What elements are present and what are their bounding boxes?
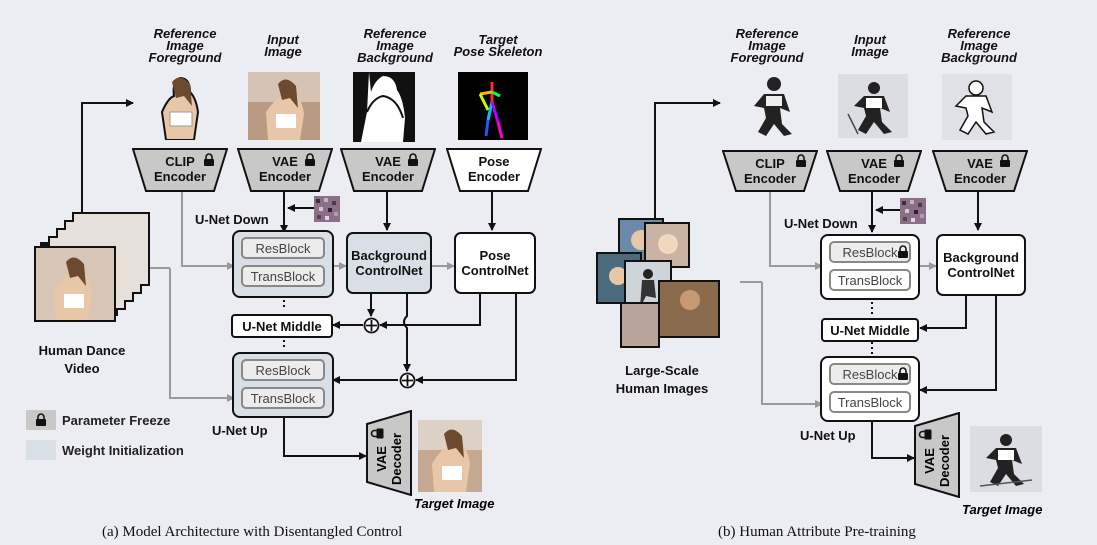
pose-skeleton-image bbox=[458, 72, 528, 140]
lock-icon bbox=[894, 154, 904, 167]
r-resblock: ResBlock bbox=[829, 241, 911, 263]
target-image-label: Target Image bbox=[414, 496, 495, 511]
unet-middle: U-Net Middle bbox=[231, 314, 333, 338]
unet-down-label: U-Net Down bbox=[195, 212, 269, 227]
r-unet-down-label: U-Net Down bbox=[784, 216, 858, 231]
transblock: TransBlock bbox=[241, 265, 325, 287]
target-image bbox=[418, 420, 482, 492]
r-unet-up-label: U-Net Up bbox=[800, 428, 856, 443]
r-resblock: ResBlock bbox=[829, 363, 911, 385]
resblock: ResBlock bbox=[241, 237, 325, 259]
plus-icon bbox=[399, 372, 416, 389]
legend-freeze-label: Parameter Freeze bbox=[62, 413, 171, 428]
lock-icon bbox=[204, 153, 214, 166]
lock-icon bbox=[898, 367, 908, 380]
r-unet-middle: U-Net Middle bbox=[821, 318, 919, 342]
r-transblock: TransBlock bbox=[829, 269, 911, 291]
lock-icon bbox=[1000, 154, 1010, 167]
legend-init-label: Weight Initialization bbox=[62, 443, 184, 458]
lock-icon bbox=[370, 428, 384, 439]
r-ref-fg-image bbox=[746, 72, 802, 138]
input-image bbox=[248, 72, 320, 140]
r-transblock: TransBlock bbox=[829, 391, 911, 413]
caption-b: (b) Human Attribute Pre-training bbox=[718, 524, 916, 540]
lock-icon bbox=[898, 245, 908, 258]
r-clip-encoder bbox=[722, 150, 818, 192]
lock-icon bbox=[918, 429, 932, 440]
ref-fg-image bbox=[148, 72, 210, 140]
lock-icon bbox=[36, 413, 46, 426]
legend-init-swatch bbox=[26, 440, 56, 460]
ref-bg-image bbox=[353, 72, 415, 142]
pose-encoder bbox=[446, 148, 542, 192]
noise-icon bbox=[900, 198, 926, 224]
r-input-image bbox=[838, 74, 908, 138]
clip-encoder bbox=[132, 148, 228, 192]
plus-icon bbox=[363, 317, 380, 334]
resblock: ResBlock bbox=[241, 359, 325, 381]
lock-icon bbox=[796, 154, 806, 167]
transblock: TransBlock bbox=[241, 387, 325, 409]
lock-icon bbox=[408, 153, 418, 166]
r-ref-bg-image bbox=[942, 74, 1012, 140]
noise-icon bbox=[314, 196, 340, 222]
lock-icon bbox=[305, 153, 315, 166]
caption-a: (a) Model Architecture with Disentangled… bbox=[102, 524, 403, 540]
unet-up-label: U-Net Up bbox=[212, 423, 268, 438]
r-target-image-label: Target Image bbox=[962, 502, 1043, 517]
r-target-image bbox=[970, 426, 1042, 492]
